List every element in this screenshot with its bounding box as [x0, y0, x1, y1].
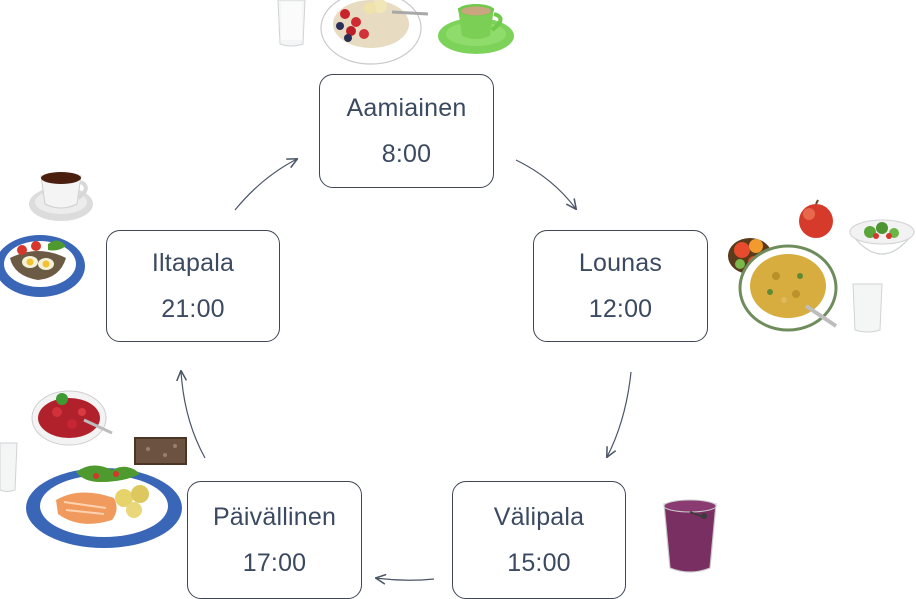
smoothie-glass-icon [663, 499, 717, 573]
meal-time: 15:00 [507, 549, 571, 577]
meal-box-dinner: Päivällinen 17:00 [187, 481, 362, 599]
meal-time: 17:00 [242, 549, 307, 577]
soup-bowl-icon [738, 244, 838, 332]
berry-dessert-icon [31, 390, 113, 446]
open-sandwich-plate-icon [0, 235, 85, 297]
meal-name: Päivällinen [212, 503, 337, 531]
arrow-evening-to-breakfast [234, 159, 297, 211]
meal-time: 21:00 [161, 295, 225, 323]
meal-time: 8:00 [381, 140, 432, 168]
milk-glass-icon [277, 0, 306, 47]
meal-box-snack: Välipala 15:00 [452, 481, 626, 599]
meal-box-evening: Iltapala 21:00 [106, 230, 280, 342]
meal-name: Iltapala [151, 249, 235, 277]
meal-time: 12:00 [588, 295, 653, 323]
salad-bowl-icon [848, 219, 916, 255]
milk-glass-icon [852, 283, 883, 333]
porridge-bowl-icon [320, 0, 429, 65]
meal-box-breakfast: Aamiainen 8:00 [319, 74, 494, 188]
arrow-lunch-to-snack [607, 371, 632, 457]
milk-glass-icon [0, 442, 18, 492]
meal-name: Välipala [493, 503, 585, 531]
apple-icon [799, 199, 833, 238]
meal-box-lunch: Lounas 12:00 [533, 230, 708, 342]
tea-cup-icon [29, 172, 93, 221]
salmon-plate-icon [26, 465, 182, 548]
meal-name: Aamiainen [346, 94, 467, 122]
coffee-cup-icon [438, 4, 514, 54]
arrow-snack-to-dinner [376, 578, 435, 580]
rye-bread-icon [134, 437, 187, 465]
arrow-breakfast-to-lunch [515, 159, 576, 209]
meal-name: Lounas [578, 249, 663, 277]
arrow-dinner-to-evening [181, 371, 206, 459]
